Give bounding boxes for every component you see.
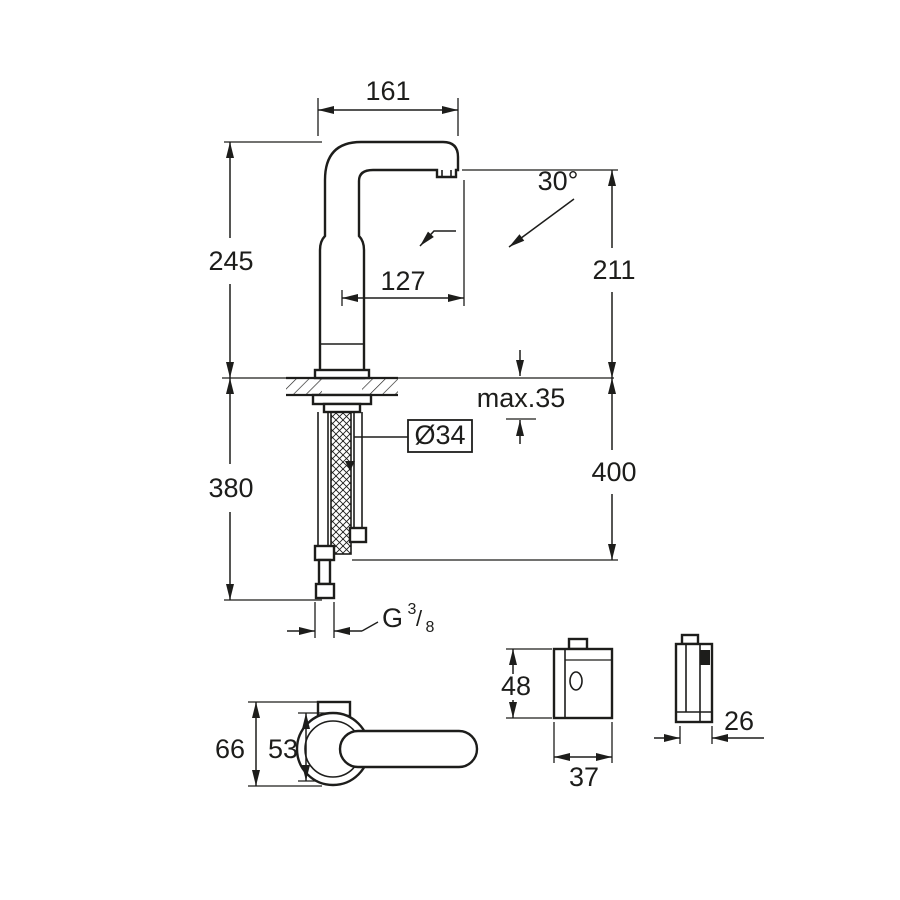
deck-hole	[322, 379, 362, 395]
dim-thread: G 3 / 8	[287, 601, 435, 638]
dim-30deg: 30°	[508, 166, 579, 248]
dim-161: 161	[317, 76, 459, 136]
dim-127-label: 127	[380, 266, 425, 296]
dim-66-label: 66	[215, 734, 245, 764]
faucet-outline	[313, 140, 460, 380]
faucet-body	[318, 140, 460, 380]
box-top-nub	[567, 637, 589, 651]
thread-prefix: G	[382, 603, 403, 633]
dim-245-label: 245	[208, 246, 253, 276]
dimensions-front: 161 30° 245 211 127	[208, 76, 637, 638]
dim-380-label: 380	[208, 473, 253, 503]
left-hose-end-fitting	[314, 582, 336, 600]
rear-top-nub	[680, 633, 700, 646]
control-box-rear-view: 26	[654, 633, 764, 744]
dim-max35-label: max.35	[477, 383, 566, 413]
dim-37: 37	[553, 722, 613, 792]
top-view: 66 53	[215, 700, 479, 787]
flow-arrow	[419, 230, 456, 247]
thread-numerator: 3	[408, 601, 417, 618]
dim-hole-label: Ø34	[414, 420, 465, 450]
base-plate	[313, 368, 371, 380]
thread-denominator: 8	[426, 619, 435, 636]
right-hose-nut	[348, 526, 368, 544]
callout-box	[407, 419, 473, 453]
deck-section	[286, 376, 398, 397]
dim-26-label: 26	[724, 706, 754, 736]
mounting-flange	[311, 393, 373, 406]
dim-380: 380	[208, 378, 322, 601]
dim-26: 26	[654, 706, 764, 744]
left-hose-nut	[313, 544, 336, 562]
mounting-hardware	[311, 393, 373, 600]
dim-127: 127	[341, 180, 465, 306]
dim-66: 66	[215, 701, 322, 787]
spout-capsule-top	[338, 729, 479, 769]
dim-53: 53	[268, 712, 330, 782]
cable-connector-mark	[345, 461, 355, 471]
dim-hole-diameter: Ø34	[354, 419, 473, 453]
dim-400: 400	[352, 378, 637, 561]
dim-400-label: 400	[591, 457, 636, 487]
control-box-side-view: 48 37	[501, 637, 614, 792]
left-hose-tube	[317, 558, 332, 586]
dim-30deg-label: 30°	[538, 166, 579, 196]
dim-53-label: 53	[268, 734, 298, 764]
dim-48-label: 48	[501, 671, 531, 701]
thread-slash: /	[416, 606, 423, 631]
dim-161-label: 161	[365, 76, 410, 106]
threaded-shank	[330, 411, 352, 555]
mounting-washer	[322, 402, 362, 414]
dim-max35: max.35	[477, 350, 566, 444]
front-view	[222, 140, 614, 600]
box-grommet	[569, 671, 583, 691]
rear-clip	[700, 650, 710, 665]
dim-211: 211	[462, 169, 636, 378]
dim-211-label: 211	[592, 255, 635, 285]
dim-245: 245	[208, 141, 322, 378]
dim-48: 48	[501, 648, 552, 719]
dim-37-label: 37	[569, 762, 599, 792]
